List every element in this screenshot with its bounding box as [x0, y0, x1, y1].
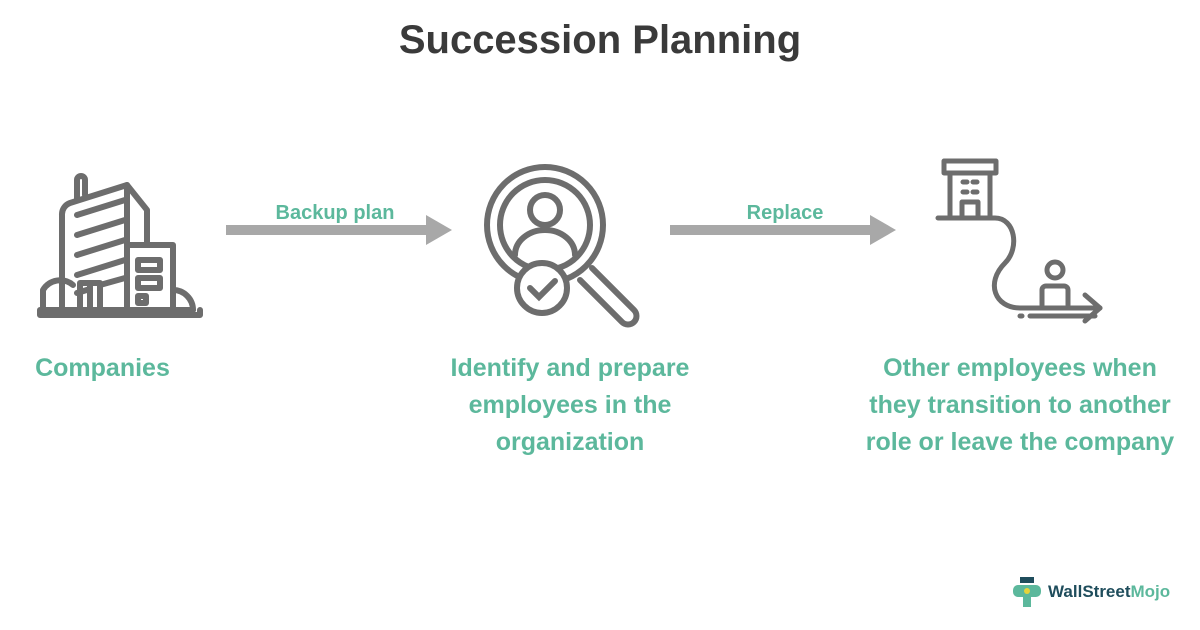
arrow-backup-plan	[226, 215, 452, 245]
node-label-other-employees: Other employees when they transition to …	[865, 354, 1175, 456]
logo-text: WallStreetMojo	[1048, 582, 1171, 601]
page-title: Succession Planning	[398, 18, 802, 62]
node-label-identify: Identify and prepare employees in the or…	[450, 354, 690, 456]
arrow-replace	[670, 215, 896, 245]
arrow-label-backup-plan: Backup plan	[275, 202, 395, 224]
wallstreetmojo-logo: WallStreetMojo	[1010, 575, 1170, 609]
arrow-label-replace: Replace	[746, 202, 824, 224]
magnifier-person-check-icon	[484, 164, 640, 328]
office-path-person-icon	[935, 158, 1103, 324]
node-label-companies: Companies	[35, 354, 170, 382]
building-icon	[37, 173, 203, 318]
logo-mascot-icon	[1013, 577, 1041, 607]
